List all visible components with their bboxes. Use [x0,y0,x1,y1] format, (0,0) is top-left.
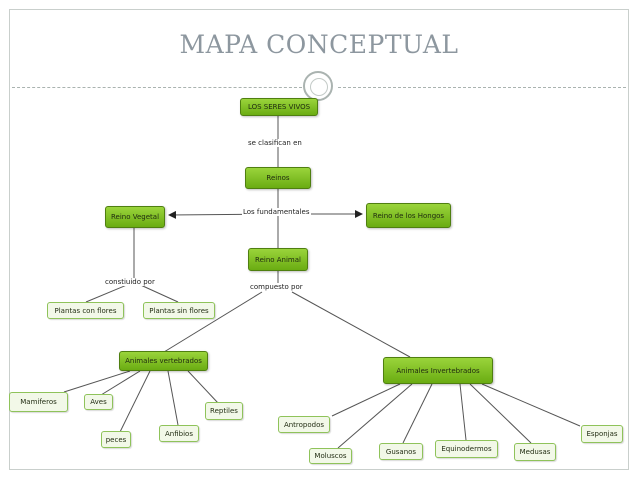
link-aves [100,370,141,396]
link-to-vertebrados [163,291,263,353]
link-mamiferos [63,370,131,393]
node-reinos[interactable]: Reinos [245,167,311,189]
link-equinodermos [459,383,467,441]
node-reino-vegetal[interactable]: Reino Vegetal [105,206,165,228]
node-equinodermos[interactable]: Equinodermos [435,440,498,458]
link-to-invertebrados [291,291,411,358]
node-peces[interactable]: peces [101,431,131,448]
node-plantas-sin-flores[interactable]: Plantas sin flores [143,302,215,319]
link-gusanos [402,383,433,444]
node-gusanos[interactable]: Gusanos [379,443,423,460]
node-aves[interactable]: Aves [84,394,113,410]
node-antropodos[interactable]: Antropodos [278,416,330,433]
separator-line-right [338,87,626,88]
node-anfibios[interactable]: Anfibios [159,425,199,442]
node-reino-hongos[interactable]: Reino de los Hongos [366,203,451,228]
node-los-seres-vivos[interactable]: LOS SERES VIVOS [240,98,318,116]
node-esponjas[interactable]: Esponjas [581,425,623,443]
node-animales-invertebrados[interactable]: Animales Invertebrados [383,357,493,384]
separator-circle-icon [303,71,333,101]
node-mamiferos[interactable]: Mamiferos [9,392,68,412]
link-label-compuesto: compuesto por [249,283,304,291]
node-moluscos[interactable]: Moluscos [309,448,352,464]
node-medusas[interactable]: Medusas [514,443,556,461]
link-label-constituido: constiuido por [104,278,156,286]
link-medusas [469,383,532,444]
link-label-clasifican: se clasifican en [247,139,303,147]
slide-title: MAPA CONCEPTUAL [179,30,459,59]
node-reptiles[interactable]: Reptiles [205,402,243,420]
link-peces [119,370,151,433]
link-reptiles [187,370,219,404]
node-reino-animal[interactable]: Reino Animal [248,248,308,271]
link-label-fundamentales: Los fundamentales [242,208,311,216]
link-esponjas [481,383,581,427]
link-antropodos [331,383,401,417]
separator-line-left [12,87,302,88]
link-anfibios [167,370,179,426]
node-plantas-con-flores[interactable]: Plantas con flores [47,302,124,319]
node-animales-vertebrados[interactable]: Animales vertebrados [119,351,208,371]
link-moluscos [337,383,413,449]
